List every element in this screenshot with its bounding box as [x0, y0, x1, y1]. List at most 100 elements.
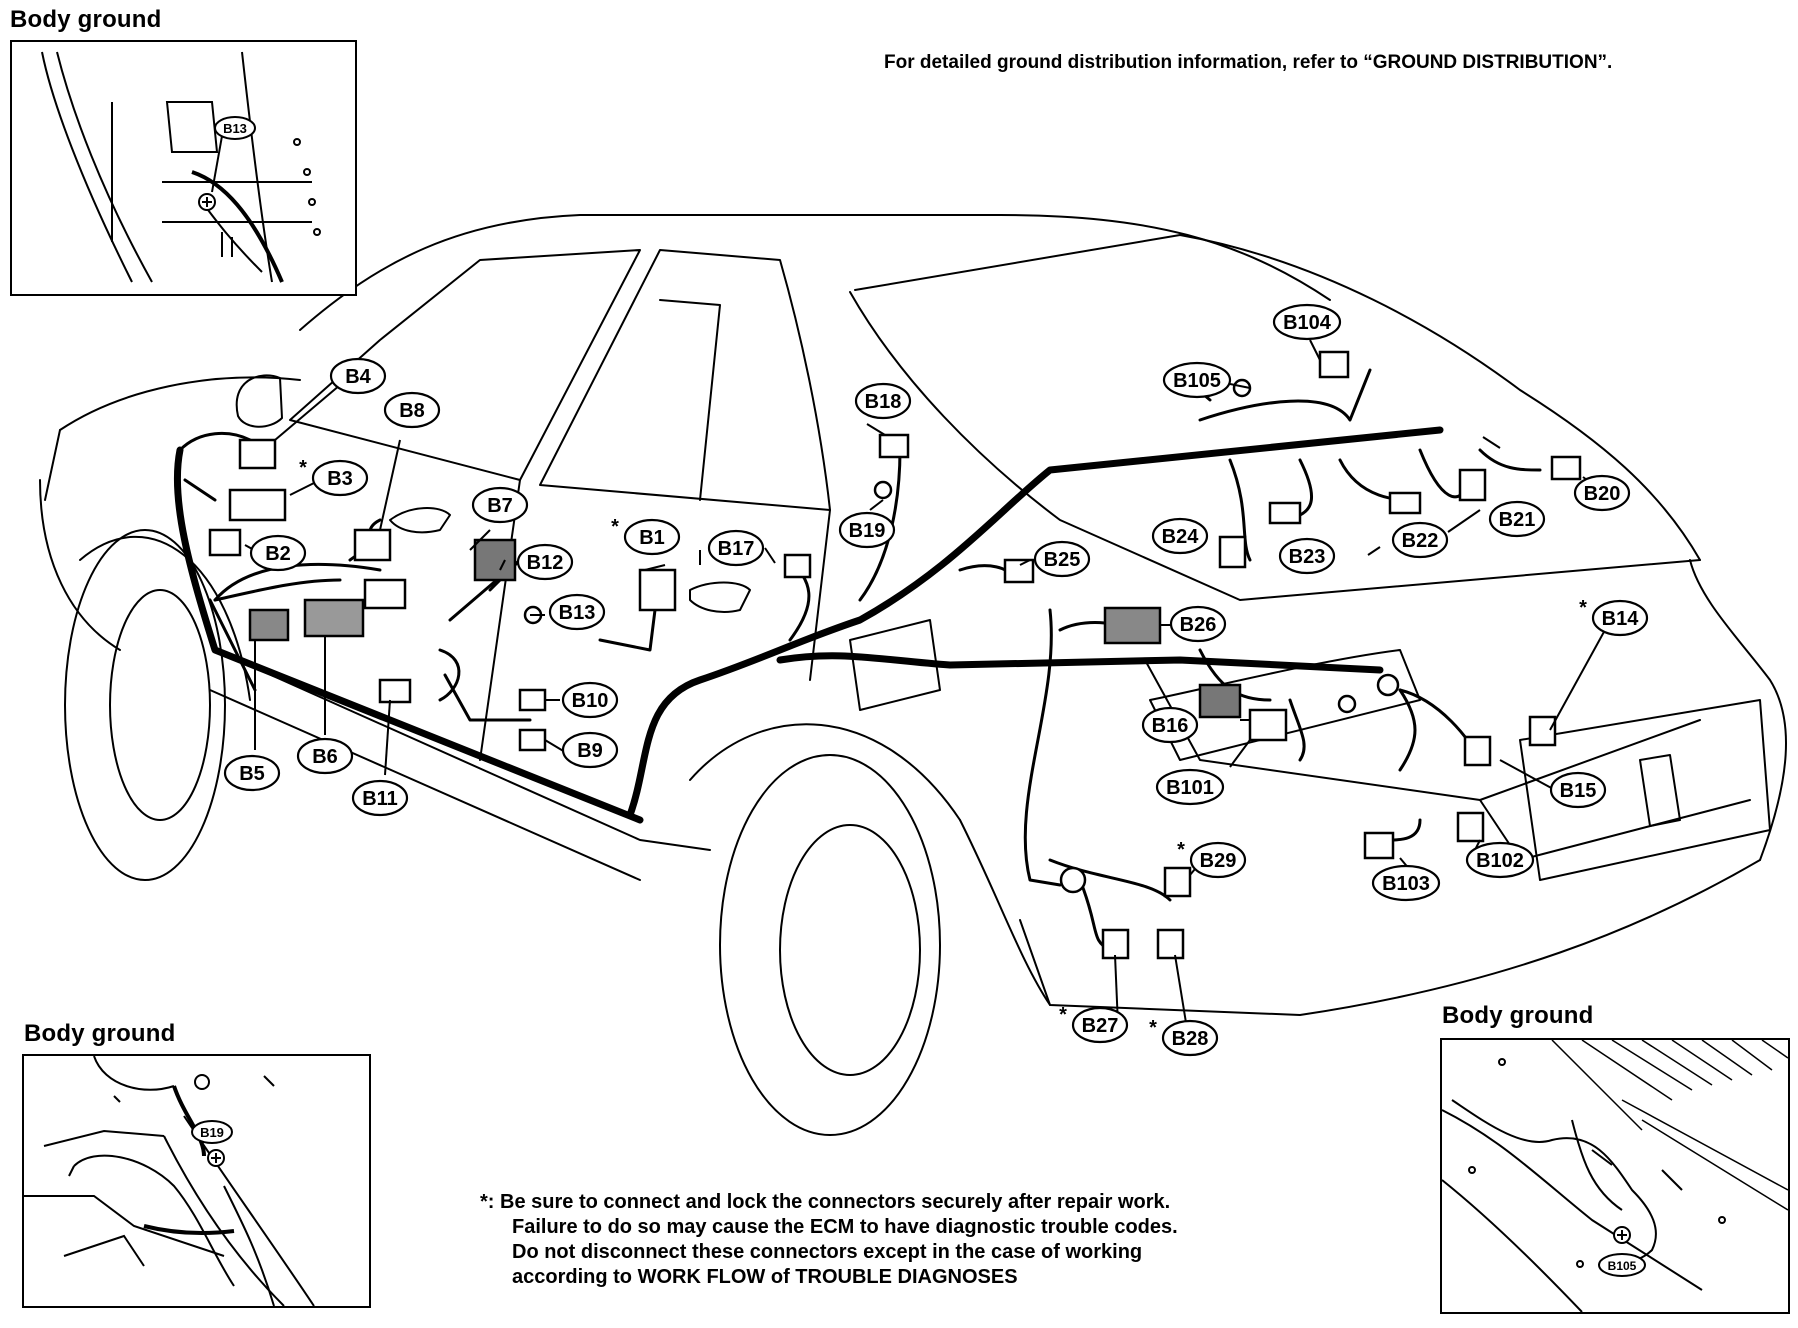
callout-bubble: [1141, 706, 1199, 744]
callout-bubble: [351, 779, 409, 817]
wiring-harness-main: [173, 426, 1444, 824]
connector-callout-b103: B103: [1371, 864, 1441, 902]
callout-bubble: [707, 529, 765, 567]
footnote: *: Be sure to connect and lock the conne…: [480, 1190, 1178, 1290]
callout-label: B1: [639, 527, 665, 549]
callout-bubble: [1488, 500, 1546, 538]
callout-bubble: [1033, 540, 1091, 578]
connector-callout-b3: B3*: [299, 457, 369, 497]
callout-label: B7: [487, 495, 513, 517]
callout-bubble: [1465, 841, 1535, 879]
callout-bubble: [1155, 768, 1225, 806]
asterisk-marker: *: [1579, 597, 1587, 619]
callout-label: B103: [1382, 873, 1430, 895]
asterisk-marker: *: [299, 457, 307, 479]
connector-callout-b8: B8: [383, 391, 441, 429]
callout-bubble: [561, 681, 619, 719]
connector-callout-b16: B16: [1141, 706, 1199, 744]
callout-label: B20: [1584, 483, 1621, 505]
callout-label: B29: [1200, 850, 1237, 872]
footnote-line-4: according to WORK FLOW of TROUBLE DIAGNO…: [512, 1266, 1018, 1288]
callout-label: B8: [399, 400, 425, 422]
footnote-marker: *:: [480, 1191, 495, 1213]
callout-label: B22: [1402, 530, 1439, 552]
callout-label: B6: [312, 746, 338, 768]
connector-callout-b101: B101: [1155, 768, 1225, 806]
callout-label: B28: [1172, 1028, 1209, 1050]
asterisk-marker: *: [1149, 1017, 1157, 1039]
callout-label: B14: [1602, 608, 1640, 630]
connector-callout-b25: B25: [1033, 540, 1091, 578]
callout-label: B4: [345, 366, 371, 388]
callout-label: B104: [1283, 312, 1332, 334]
callout-label: B23: [1289, 546, 1326, 568]
callout-label: B101: [1166, 777, 1214, 799]
callout-bubble: [1549, 771, 1607, 809]
callout-bubble: [1162, 361, 1232, 399]
connector-callout-b20: B20: [1573, 474, 1631, 512]
callout-leaders: [244, 339, 1606, 1036]
callout-bubble: [854, 382, 912, 420]
callout-bubble: [1189, 841, 1247, 879]
callout-bubble: [311, 459, 369, 497]
inset-heading-b105: Body ground: [1442, 1002, 1594, 1029]
callout-label: B25: [1044, 549, 1081, 571]
connector-callout-b15: B15: [1549, 771, 1607, 809]
callout-bubble: [561, 731, 619, 769]
connector-callout-b2: B2: [249, 534, 307, 572]
callout-bubble: [296, 737, 354, 775]
callout-bubble: [1278, 537, 1336, 575]
callout-bubble: [1169, 605, 1227, 643]
callout-bubble: [1371, 864, 1441, 902]
connector-callout-b102: B102: [1465, 841, 1535, 879]
callout-label: B9: [577, 740, 603, 762]
connector-callout-b29: B29 *: [1177, 839, 1247, 879]
footnote-line-2: Failure to do so may cause the ECM to ha…: [512, 1216, 1178, 1238]
inset-b19-drawing: B19: [24, 1056, 315, 1306]
asterisk-marker: *: [1177, 839, 1185, 861]
callout-bubble: [383, 391, 441, 429]
inset-b19-label: B19: [200, 1125, 224, 1140]
inset-b19: B19: [22, 1054, 371, 1308]
callout-label: B21: [1499, 509, 1536, 531]
callout-label: B10: [572, 690, 609, 712]
callout-label: B27: [1082, 1015, 1119, 1037]
callout-label: B12: [527, 552, 564, 574]
callout-bubble: [1573, 474, 1631, 512]
ground-distribution-note: For detailed ground distribution informa…: [884, 52, 1613, 73]
connector-callout-b17: B17: [707, 529, 765, 567]
callout-bubble: [1071, 1006, 1129, 1044]
callout-bubble: [329, 357, 387, 395]
callout-bubble: [623, 518, 681, 556]
connector-shapes: [208, 350, 1582, 960]
callout-bubble: [471, 486, 529, 524]
connector-callout-b4: B4: [329, 357, 387, 395]
connector-callout-b14: B14 *: [1579, 597, 1649, 637]
connector-callout-b24: B24: [1151, 517, 1209, 555]
inset-heading-b13: Body ground: [10, 6, 162, 33]
connector-callout-b22: B22: [1391, 521, 1449, 559]
callout-label: B5: [239, 763, 265, 785]
inset-b105-label: B105: [1608, 1259, 1637, 1273]
callout-bubble: [249, 534, 307, 572]
footnote-line-3: Do not disconnect these connectors excep…: [512, 1241, 1143, 1263]
connector-callout-b12: B12: [516, 543, 574, 581]
inset-b13: B13: [10, 40, 357, 296]
callout-label: B102: [1476, 850, 1524, 872]
connector-callout-b104: B104: [1272, 303, 1342, 341]
callout-bubble: [516, 543, 574, 581]
inset-b105: B105: [1440, 1038, 1790, 1314]
callout-label: B17: [718, 538, 755, 560]
callout-label: B16: [1152, 715, 1189, 737]
callout-bubble: [1591, 599, 1649, 637]
callout-bubble: [838, 511, 896, 549]
connector-callout-b7: B7: [471, 486, 529, 524]
callout-bubble: [1272, 303, 1342, 341]
connector-callout-b13: B13: [548, 593, 606, 631]
footnote-line-1: Be sure to connect and lock the connecto…: [500, 1191, 1171, 1213]
callout-label: B2: [265, 543, 291, 565]
asterisk-marker: *: [1059, 1004, 1067, 1026]
callout-bubble: [548, 593, 606, 631]
connector-callout-b10: B10: [561, 681, 619, 719]
